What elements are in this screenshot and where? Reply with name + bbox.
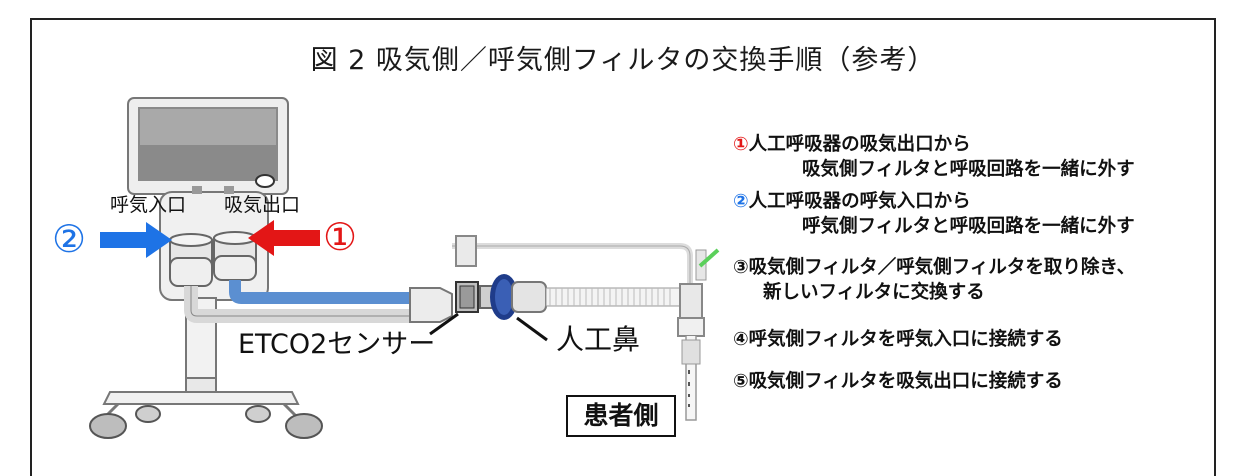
step-2-line2: 呼気側フィルタと呼吸回路を一緒に外す — [802, 216, 1135, 237]
blue-arrow — [100, 222, 172, 258]
suction-line — [452, 235, 720, 296]
etco2-sensor — [455, 281, 479, 313]
step-4-number: ④ — [733, 329, 749, 350]
etco2-leader — [429, 312, 459, 336]
wheel — [89, 405, 323, 439]
step-5: ⑤吸気側フィルタを吸気出口に接続する — [733, 369, 1063, 394]
step-1-line2: 吸気側フィルタと呼吸回路を一緒に外す — [802, 159, 1135, 180]
tracheal-tube — [677, 283, 705, 421]
step-4-line1: 呼気側フィルタを呼気入口に接続する — [748, 329, 1063, 350]
y-piece — [409, 287, 453, 323]
hme-filter — [479, 274, 547, 320]
corrugated-tube — [545, 287, 681, 307]
inhale-outlet-label: 吸気出口 — [224, 194, 301, 216]
exhale-filter — [169, 233, 213, 287]
step-3-number: ③ — [733, 257, 749, 278]
marker-step-1: ① — [323, 215, 358, 259]
red-arrow — [248, 220, 320, 256]
inhale-filter — [213, 231, 257, 281]
step-1: ①人工呼吸器の吸気出口から 吸気側フィルタと呼吸回路を一緒に外す — [733, 132, 1135, 182]
exhale-inlet-label: 呼気入口 — [110, 194, 187, 216]
figure-frame — [30, 18, 1216, 476]
inhale-tube — [229, 280, 420, 304]
step-4: ④呼気側フィルタを呼気入口に接続する — [733, 327, 1063, 352]
hme-leader — [516, 316, 548, 342]
step-1-line1: 人工呼吸器の吸気出口から — [748, 134, 971, 155]
ventilator-stand — [102, 297, 300, 420]
hme-label: 人工鼻 — [556, 323, 641, 356]
step-5-line1: 吸気側フィルタを吸気出口に接続する — [748, 371, 1063, 392]
ventilator-monitor — [127, 97, 289, 195]
step-3: ③吸気側フィルタ／呼気側フィルタを取り除き、 新しいフィルタに交換する — [733, 255, 1135, 305]
etco2-sensor-label: ETCO2センサー — [238, 329, 436, 360]
step-2-number: ② — [733, 191, 749, 212]
step-3-line2: 新しいフィルタに交換する — [763, 282, 985, 303]
marker-step-2: ② — [52, 217, 87, 261]
step-2-line1: 人工呼吸器の呼気入口から — [748, 191, 971, 212]
step-3-line1: 吸気側フィルタ／呼気側フィルタを取り除き、 — [748, 257, 1136, 278]
step-1-number: ① — [733, 134, 749, 155]
step-2: ②人工呼吸器の呼気入口から 呼気側フィルタと呼吸回路を一緒に外す — [733, 189, 1135, 239]
figure-title: 図 2 吸気側／呼気側フィルタの交換手順（参考） — [310, 45, 936, 76]
patient-side-label: 患者側 — [566, 395, 676, 437]
exhale-tube — [184, 286, 412, 323]
step-5-number: ⑤ — [733, 371, 749, 392]
